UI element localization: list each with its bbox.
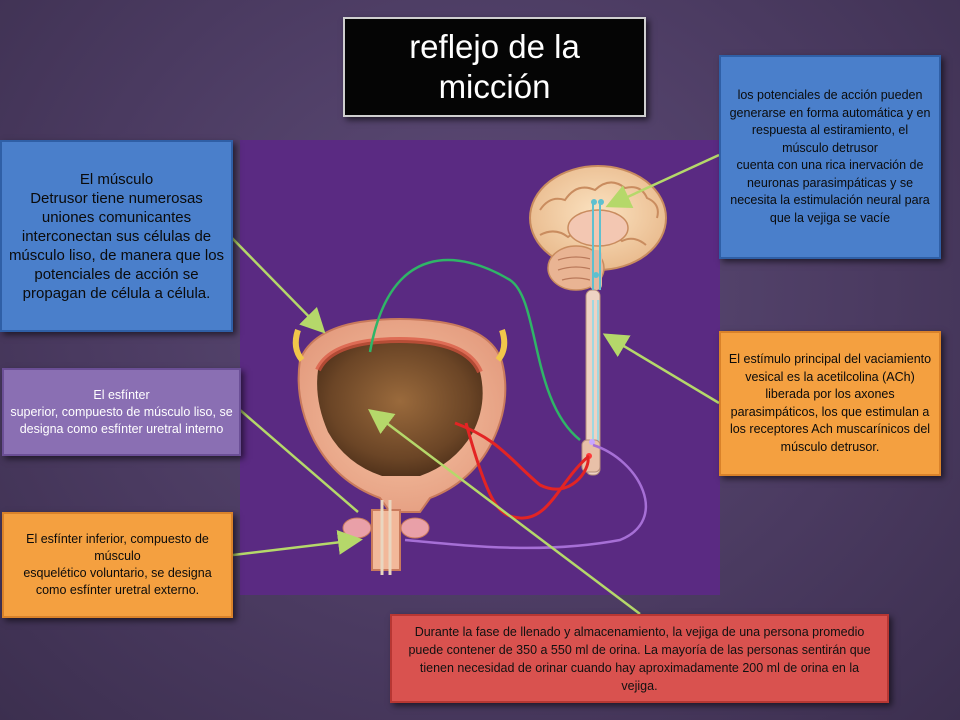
afferent-nerve-green (368, 258, 581, 441)
external-sphincter-info-box: El esfínter inferior, compuesto de múscu… (2, 512, 233, 618)
filling-phase-info-box: Durante la fase de llenado y almacenamie… (390, 614, 889, 703)
slide-title: reflejo de la micción (343, 17, 646, 117)
acetylcholine-info-box: El estímulo principal del vaciamiento ve… (719, 331, 941, 476)
bladder-brain-illustration (240, 140, 720, 595)
detrusor-info-box: El músculo Detrusor tiene numerosas unio… (0, 140, 233, 332)
internal-sphincter-info-box: El esfínter superior, compuesto de múscu… (2, 368, 241, 456)
automatic-potentials-info-box: los potenciales de acción pueden generar… (719, 55, 941, 259)
